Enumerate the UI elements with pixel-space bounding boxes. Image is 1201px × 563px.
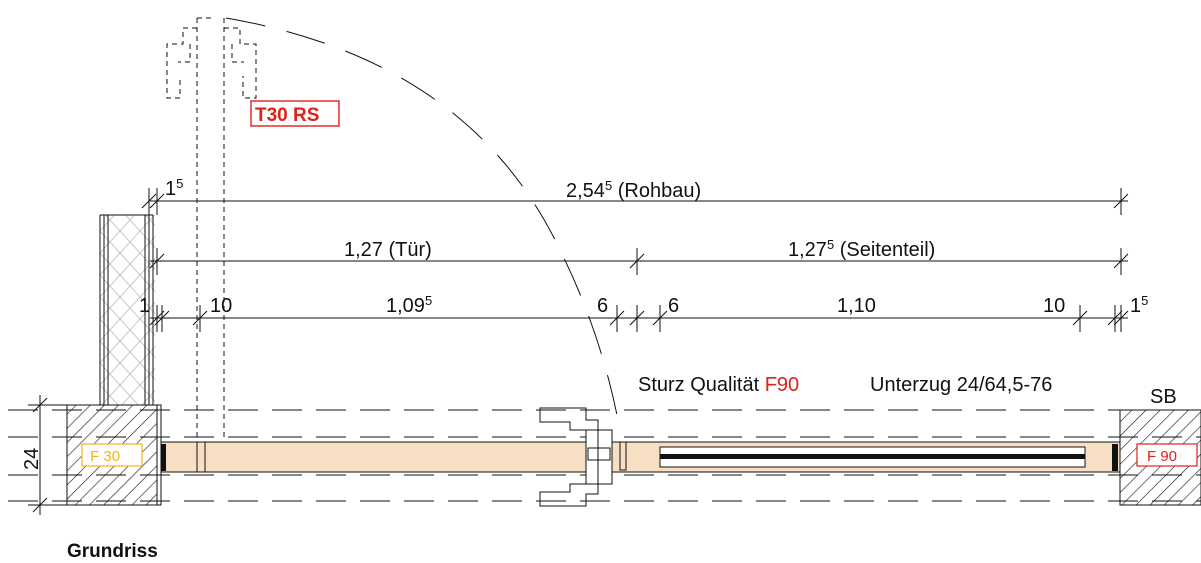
open-door-leaf xyxy=(166,17,257,440)
dimension-row-tuer-seitenteil: 1,27 (Tür) 1,275 (Seitenteil) xyxy=(149,237,1129,275)
dim-row3-g: 10 xyxy=(1043,295,1065,317)
dim-row3-a: 1 xyxy=(139,295,150,317)
sb-label: SB xyxy=(1150,386,1177,408)
lintel-label: Sturz Qualität F90 xyxy=(638,374,799,396)
left-wall-rating-tag: F 30 xyxy=(81,443,143,467)
dim-row1-left: 15 xyxy=(165,176,183,200)
left-wall-rating: F 30 xyxy=(90,448,120,465)
hinge-detail xyxy=(539,407,627,507)
door-type-label: T30 RS xyxy=(255,105,319,126)
dim-row1-main: 2,545 (Rohbau) xyxy=(566,178,701,202)
door-swing-arc xyxy=(225,17,619,421)
door-leaf-closed xyxy=(160,441,587,473)
right-wall-rating: F 90 xyxy=(1147,448,1177,465)
wall-thickness-label: 24 xyxy=(21,448,43,470)
dim-row3-c: 1,095 xyxy=(386,293,432,317)
dim-row2-door: 1,27 (Tür) xyxy=(344,239,432,261)
dim-row3-d: 6 xyxy=(597,295,608,317)
wall-thickness-dimension: 24 xyxy=(21,395,67,515)
drawing-title: Grundriss xyxy=(67,541,158,562)
dimension-row-detail: 1 10 1,095 6 6 1,10 10 15 xyxy=(139,293,1148,332)
beam-label: Unterzug 24/64,5-76 xyxy=(870,374,1052,396)
door-type-tag: T30 RS xyxy=(250,100,340,127)
insulated-wall xyxy=(99,214,155,405)
dim-row2-side: 1,275 (Seitenteil) xyxy=(788,237,935,261)
dim-row3-e: 6 xyxy=(668,295,679,317)
dim-row3-h: 15 xyxy=(1130,293,1148,317)
dim-row3-b: 10 xyxy=(210,295,232,317)
dim-row3-f: 1,10 xyxy=(837,295,876,317)
side-panel xyxy=(611,441,1121,473)
dimension-row-rohbau: 15 2,545 (Rohbau) xyxy=(141,176,1129,215)
right-wall-rating-tag: F 90 xyxy=(1136,443,1198,467)
